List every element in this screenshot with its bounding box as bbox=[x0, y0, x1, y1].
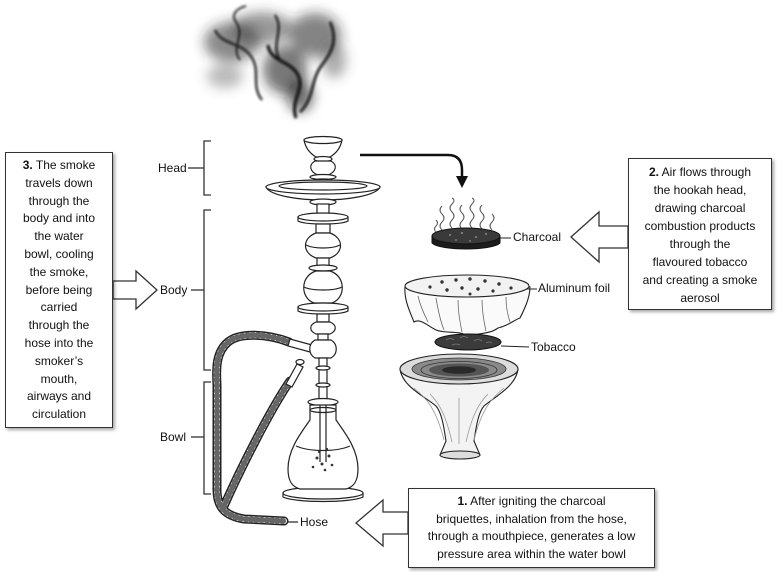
callout-line: 1. After igniting the charcoal bbox=[409, 493, 654, 511]
callout-line: mouth, bbox=[40, 371, 78, 386]
label-head: Head bbox=[158, 161, 187, 175]
hose bbox=[212, 330, 295, 526]
callout-line: before being bbox=[25, 282, 93, 297]
label-hose: Hose bbox=[300, 515, 329, 529]
callout-line: carried bbox=[40, 300, 78, 315]
hookah-stem bbox=[287, 203, 349, 407]
step-number: 1. bbox=[457, 494, 468, 508]
callout-line: drawing charcoal bbox=[654, 201, 746, 215]
label-tobacco: Tobacco bbox=[531, 340, 576, 354]
label-aluminum-foil: Aluminum foil bbox=[538, 281, 611, 295]
hollow-arrow-to-charcoal bbox=[570, 210, 629, 264]
callout-line: through the bbox=[669, 237, 731, 251]
callout-text: The smoke bbox=[35, 158, 96, 172]
callout-line: through the bbox=[28, 193, 90, 208]
callout-line: bowl, cooling bbox=[24, 246, 94, 261]
smoke-wisps bbox=[214, 5, 335, 119]
bracket-head bbox=[203, 140, 211, 196]
callout-line: aerosol bbox=[680, 291, 720, 305]
callout-line: pressure area within the water bowl bbox=[437, 546, 626, 561]
step-2-callout: 2. Air flows through the hookah head, dr… bbox=[628, 158, 772, 310]
mouthpiece bbox=[285, 358, 305, 388]
hookah-head-bowl-illustration bbox=[399, 353, 519, 460]
curved-arrow bbox=[360, 153, 468, 188]
callout-line: briquettes, inhalation from the hose, bbox=[436, 511, 627, 526]
callout-line: smoker’s bbox=[34, 353, 84, 368]
label-body: Body bbox=[160, 283, 188, 297]
callout-line: flavoured tobacco bbox=[652, 255, 748, 269]
callout-text: Air flows through bbox=[661, 165, 752, 179]
label-charcoal: Charcoal bbox=[513, 230, 562, 244]
callout-line: the water bbox=[34, 229, 84, 244]
hookah-head-piece bbox=[303, 135, 343, 185]
step-number: 2. bbox=[648, 165, 659, 179]
bracket-body bbox=[203, 209, 211, 371]
aluminum-foil-illustration bbox=[404, 274, 537, 337]
hollow-arrow-to-body bbox=[112, 269, 158, 311]
heat-lines bbox=[434, 197, 495, 233]
callout-line: body and into bbox=[22, 211, 96, 226]
callout-line: hose into the bbox=[24, 335, 94, 350]
callout-line: and creating a smoke bbox=[642, 273, 758, 287]
callout-line: the hookah head, bbox=[653, 183, 747, 197]
ash-tray-plate bbox=[265, 179, 381, 206]
callout-line: circulation bbox=[31, 407, 87, 422]
tobacco-illustration bbox=[434, 333, 530, 351]
callout-line: through a mouthpiece, generates a low bbox=[427, 529, 636, 543]
label-bowl: Bowl bbox=[160, 430, 187, 444]
callout-line: 2. Air flows through bbox=[629, 163, 771, 181]
step-1-callout: 1. After igniting the charcoal briquette… bbox=[408, 488, 655, 568]
water-bubbles bbox=[311, 447, 334, 472]
section-brackets bbox=[188, 140, 298, 523]
callout-line: airways and bbox=[26, 389, 92, 404]
callout-line: the smoke, bbox=[29, 264, 89, 279]
hookah bbox=[265, 135, 381, 503]
callout-line: 3. The smoke bbox=[6, 157, 112, 175]
hollow-arrows bbox=[112, 210, 629, 548]
hollow-arrow-to-hose bbox=[354, 498, 409, 548]
step-3-callout: 3. The smoke travels down through the bo… bbox=[5, 152, 113, 428]
water-bowl bbox=[282, 404, 364, 503]
step-number: 3. bbox=[22, 158, 33, 172]
charcoal-illustration bbox=[431, 227, 511, 250]
callout-line: through the bbox=[28, 318, 90, 333]
callout-line: travels down bbox=[25, 175, 93, 190]
bracket-bowl bbox=[203, 381, 211, 495]
callout-text: After igniting the charcoal bbox=[470, 494, 606, 508]
callout-line: combustion products bbox=[644, 219, 756, 233]
